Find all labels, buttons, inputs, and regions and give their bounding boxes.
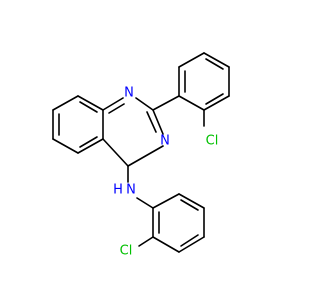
pyrimidine-ring	[102, 97, 164, 167]
atom-label-nh: N	[126, 183, 136, 198]
atom-label-cl-top: Cl	[206, 134, 219, 149]
chlorophenyl-ring-top	[152, 52, 230, 127]
atom-label-n-top: N	[124, 86, 134, 101]
molecule-structure: N N N H Cl Cl	[52, 52, 230, 259]
atom-cl-top: Cl	[206, 134, 219, 149]
chlorophenyl-ring-bottom	[138, 193, 205, 253]
amine-linkage	[127, 165, 154, 209]
atom-nh: N H	[113, 183, 136, 198]
benzo-ring	[52, 95, 104, 154]
atom-cl-bottom: Cl	[120, 244, 133, 259]
atom-n-top: N	[124, 86, 134, 101]
atom-n-mid: N	[160, 134, 170, 149]
atom-label-cl-bottom: Cl	[120, 244, 133, 259]
atom-label-n-mid: N	[160, 134, 170, 149]
atom-label-h: H	[113, 183, 123, 198]
